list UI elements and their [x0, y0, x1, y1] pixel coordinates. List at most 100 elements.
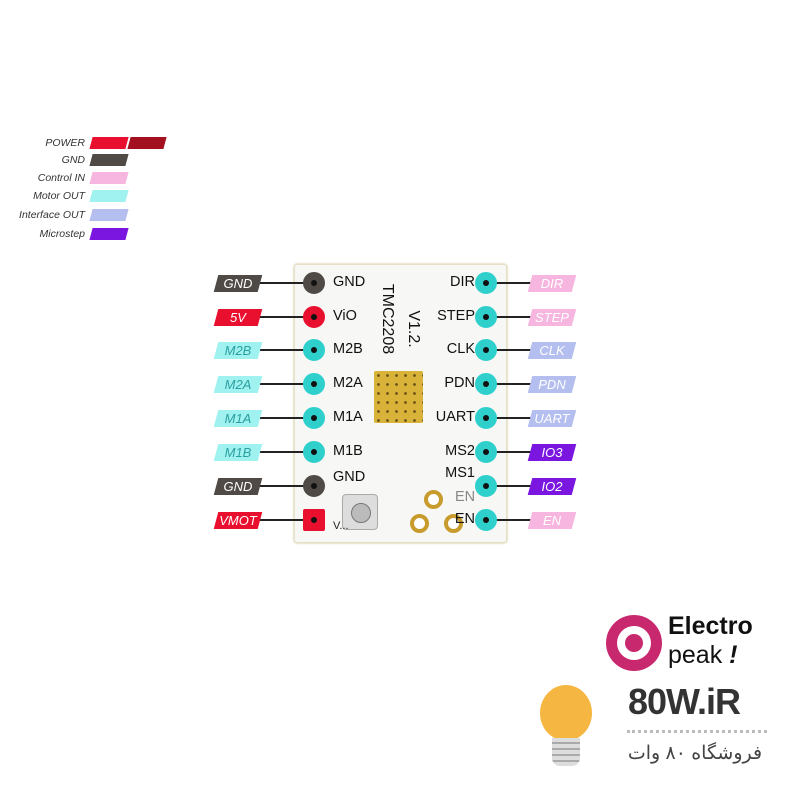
wire — [258, 485, 308, 487]
legend-label: Control IN — [37, 172, 85, 184]
legend-label: POWER — [45, 137, 85, 149]
bulb-base-icon — [552, 738, 580, 766]
tag-label: M2A — [224, 377, 252, 392]
board-version: V1.2. — [405, 310, 422, 348]
legend-label: Microstep — [39, 228, 85, 240]
tag-label: M2B — [224, 343, 252, 358]
site-name: 80W.iR — [628, 681, 741, 722]
legend-swatch — [89, 137, 129, 149]
pin-label: UART — [435, 409, 475, 425]
pin-label: M1B — [333, 443, 363, 459]
right-tag: CLK — [527, 342, 577, 359]
legend-label: Motor OUT — [33, 190, 85, 202]
pin-pad — [475, 306, 497, 328]
pin-pad — [303, 509, 325, 531]
pin-pad — [303, 272, 325, 294]
right-tag: PDN — [527, 376, 577, 393]
via-pad — [410, 514, 429, 533]
left-tag: M2A — [213, 376, 263, 393]
pin-label: M2B — [333, 341, 363, 357]
legend-swatch — [89, 154, 129, 166]
right-tag: IO2 — [527, 478, 577, 495]
wire — [490, 316, 532, 318]
pin-label: M2A — [333, 375, 363, 391]
left-tag: M1B — [213, 444, 263, 461]
pin-label: ViO — [333, 308, 357, 324]
tag-label: M1A — [224, 411, 252, 426]
tag-label: IO3 — [541, 445, 563, 460]
wire — [258, 316, 308, 318]
en-silkscreen: EN — [455, 489, 476, 505]
left-tag: GND — [213, 478, 263, 495]
legend-swatch — [127, 137, 167, 149]
legend-label: GND — [61, 154, 85, 166]
via-pad — [444, 514, 463, 533]
wire — [490, 519, 532, 521]
pin-label: M1A — [333, 409, 363, 425]
brand-peak: peak — [668, 641, 723, 669]
wire — [258, 519, 308, 521]
wire — [490, 451, 532, 453]
legend-label: Interface OUT — [19, 209, 85, 221]
site-persian: فروشگاه ۸۰ وات — [627, 743, 763, 764]
pin-pad — [475, 475, 497, 497]
wire — [258, 282, 308, 284]
pin-pad — [303, 306, 325, 328]
pin-pad — [475, 441, 497, 463]
legend-swatch — [89, 209, 129, 221]
pin-pad — [303, 441, 325, 463]
divider — [627, 730, 767, 733]
pin-pad — [475, 272, 497, 294]
pin-pad — [303, 407, 325, 429]
legend-swatch — [89, 172, 129, 184]
brand-line2: peak ! — [668, 641, 738, 669]
tag-label: STEP — [535, 310, 569, 325]
pin-pad — [475, 407, 497, 429]
pin-label: DIR — [450, 274, 475, 290]
left-tag: 5V — [213, 309, 263, 326]
via-pad — [424, 490, 443, 509]
pin-label: MS2 — [445, 443, 475, 459]
wire — [490, 485, 532, 487]
right-tag: UART — [527, 410, 577, 427]
tag-label: CLK — [539, 343, 565, 358]
brand-line1: Electro — [668, 612, 753, 640]
tag-label: GND — [223, 479, 253, 494]
wire — [490, 383, 532, 385]
driver-chip-pad — [374, 371, 423, 423]
left-tag: M2B — [213, 342, 263, 359]
tag-label: PDN — [538, 377, 566, 392]
left-tag: M1A — [213, 410, 263, 427]
tag-label: GND — [223, 276, 253, 291]
pin-label: PDN — [444, 375, 475, 391]
potentiometer — [342, 494, 378, 530]
pin-pad — [475, 373, 497, 395]
pin-label: GND — [333, 469, 366, 485]
electropeak-logo — [606, 615, 662, 671]
pin-label: CLK — [446, 341, 475, 357]
lightbulb-icon — [540, 685, 592, 741]
pin-pad — [303, 373, 325, 395]
tag-label: 5V — [230, 310, 246, 325]
tag-label: M1B — [224, 445, 252, 460]
legend-swatch — [89, 190, 129, 202]
right-tag: DIR — [527, 275, 577, 292]
wire — [490, 282, 532, 284]
pin-pad — [475, 509, 497, 531]
chip-name: TMC2208 — [379, 283, 396, 355]
pin-label: MS1 — [445, 465, 475, 481]
pin-pad — [303, 339, 325, 361]
tag-label: VMOT — [219, 513, 257, 528]
tag-label: DIR — [540, 276, 564, 291]
brand-mark: ! — [729, 641, 738, 669]
left-tag: VMOT — [213, 512, 263, 529]
pin-pad — [475, 339, 497, 361]
tag-label: EN — [542, 513, 562, 528]
wire — [490, 417, 532, 419]
pin-label: STEP — [437, 308, 475, 324]
pot-label: V... — [333, 520, 349, 532]
pin-pad — [303, 475, 325, 497]
pin-label: EN — [454, 511, 475, 527]
pin-label: GND — [333, 274, 366, 290]
right-tag: EN — [527, 512, 577, 529]
